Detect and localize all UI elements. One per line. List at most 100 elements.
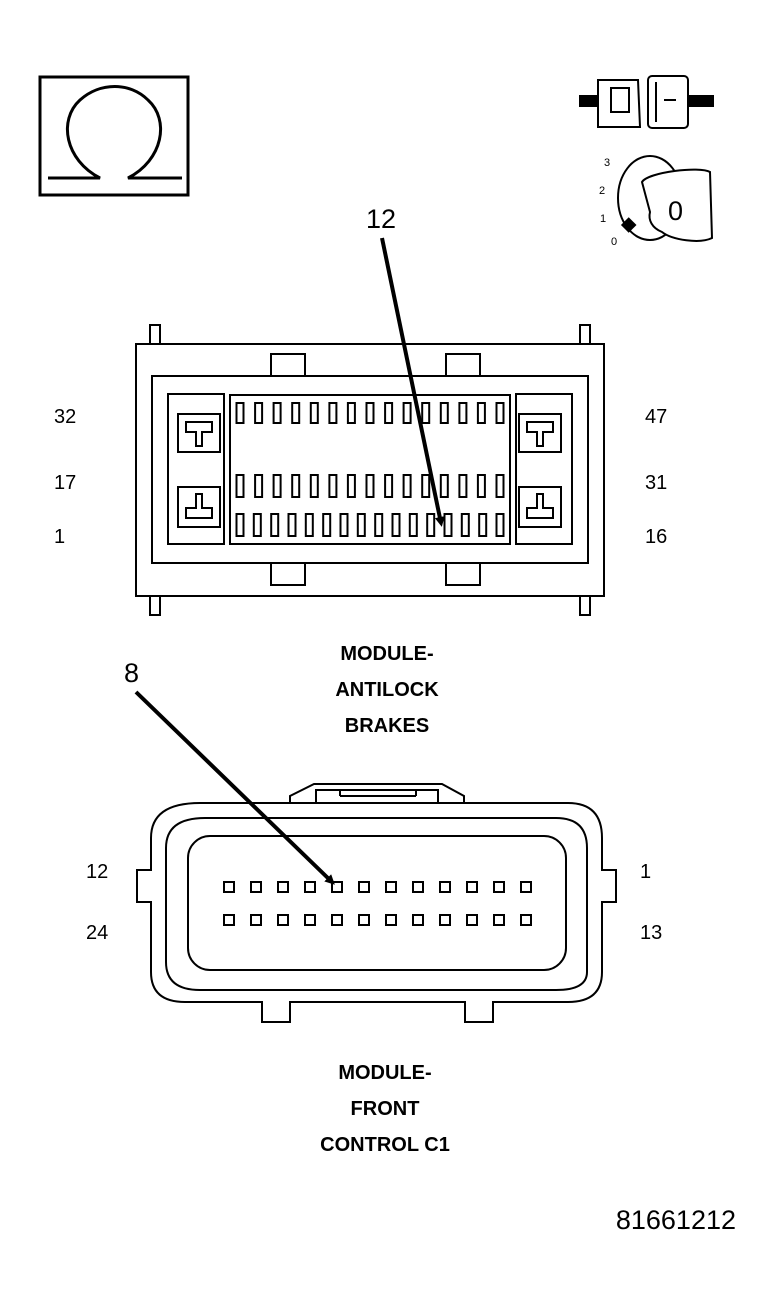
abs-pin-cavity [426, 513, 436, 537]
fcm-pin-cavity [358, 914, 370, 926]
abs-pin-cavity [478, 513, 488, 537]
ignition-position-2: 2 [599, 185, 605, 197]
fcm-pin-cavities [223, 881, 532, 926]
abs-pin-cavity [495, 474, 505, 498]
fcm-pin-label-13: 13 [640, 922, 662, 944]
abs-pin-cavity [322, 513, 332, 537]
abs-pin-cavity [356, 513, 366, 537]
fcm-pin-cavity [304, 881, 316, 893]
fcm-connector [136, 783, 617, 1023]
abs-pin-cavities [235, 402, 505, 537]
abs-pin-cavity [254, 474, 264, 498]
abs-pin-label-1: 1 [54, 526, 65, 548]
abs-pin-cavity [328, 474, 338, 498]
fcm-pin-cavity [520, 914, 532, 926]
fcm-pin-cavity [331, 881, 343, 893]
abs-pin-cavity [458, 402, 468, 424]
abs-pin-label-47: 47 [645, 406, 667, 428]
fcm-callout-arrow [134, 690, 335, 885]
fcm-pin-cavity [223, 881, 235, 893]
abs-pin-cavity [421, 474, 431, 498]
abs-pin-cavity [291, 402, 301, 424]
abs-callout-arrow [380, 237, 445, 527]
fcm-pin-cavity [412, 881, 424, 893]
abs-callout-label: 12 [366, 204, 396, 234]
fcm-title-line2: FRONT [351, 1098, 420, 1120]
abs-pin-cavity [339, 513, 349, 537]
abs-title-line1: MODULE- [340, 643, 433, 665]
abs-pin-label-16: 16 [645, 526, 667, 548]
fcm-pin-cavity [223, 914, 235, 926]
abs-pin-cavity [458, 474, 468, 498]
abs-pin-label-31: 31 [645, 472, 667, 494]
abs-pin-cavity [365, 402, 375, 424]
abs-pin-cavity [270, 513, 280, 537]
abs-pin-cavity [460, 513, 470, 537]
abs-pin-cavity [252, 513, 262, 537]
fcm-pin-cavity [493, 914, 505, 926]
fcm-title-line1: MODULE- [338, 1062, 431, 1084]
abs-pin-cavity [346, 474, 356, 498]
abs-pin-cavity [309, 474, 319, 498]
fcm-pin-cavity [385, 914, 397, 926]
fcm-pin-cavity [304, 914, 316, 926]
fcm-title-line3: CONTROL C1 [320, 1134, 450, 1156]
abs-pin-cavity [328, 402, 338, 424]
abs-pin-cavity [346, 402, 356, 424]
abs-pin-cavity [235, 402, 245, 424]
figure-id: 81661212 [616, 1205, 736, 1235]
abs-pin-cavity [384, 402, 394, 424]
abs-pin-cavity [391, 513, 401, 537]
abs-pin-cavity [374, 513, 384, 537]
abs-pin-cavity [439, 402, 449, 424]
abs-pin-cavity [365, 474, 375, 498]
fcm-pin-cavity [331, 914, 343, 926]
abs-title-line3: BRAKES [345, 715, 429, 737]
ohm-icon [38, 75, 190, 197]
fcm-pin-cavity [277, 914, 289, 926]
fcm-pin-cavity [439, 881, 451, 893]
abs-pin-cavity [235, 513, 245, 537]
fcm-pin-label-12: 12 [86, 861, 108, 883]
abs-pin-cavity [309, 402, 319, 424]
abs-pin-cavity [254, 402, 264, 424]
abs-pin-cavity [304, 513, 314, 537]
abs-pin-cavity [495, 513, 505, 537]
ignition-position-0: 0 [611, 236, 617, 248]
fcm-pin-cavity [277, 881, 289, 893]
ignition-switch-icon: 3 2 1 0 0 [599, 155, 714, 248]
fcm-pin-cavity [520, 881, 532, 893]
abs-connector [135, 324, 605, 616]
ignition-position-1: 1 [600, 213, 606, 225]
fcm-pin-cavity [439, 914, 451, 926]
abs-pin-cavity [476, 402, 486, 424]
abs-pin-cavity [439, 474, 449, 498]
ignition-position-3: 3 [604, 157, 610, 169]
fcm-pin-cavity [412, 914, 424, 926]
abs-pin-cavity [402, 402, 412, 424]
fcm-pin-cavity [493, 881, 505, 893]
disconnected-connector-icon [579, 75, 714, 129]
abs-pin-label-32: 32 [54, 406, 76, 428]
abs-pin-cavity [235, 474, 245, 498]
fcm-pin-cavity [466, 881, 478, 893]
ignition-key-label: 0 [668, 196, 683, 226]
abs-pin-cavity [291, 474, 301, 498]
abs-pin-cavity [272, 402, 282, 424]
abs-pin-cavity [443, 513, 453, 537]
fcm-pin-cavity [250, 914, 262, 926]
abs-pin-cavity [408, 513, 418, 537]
abs-pin-cavity [495, 402, 505, 424]
fcm-pin-cavity [385, 881, 397, 893]
fcm-pin-cavity [466, 914, 478, 926]
fcm-pin-cavity [358, 881, 370, 893]
fcm-pin-label-1: 1 [640, 861, 651, 883]
abs-pin-label-17: 17 [54, 472, 76, 494]
fcm-pin-label-24: 24 [86, 922, 108, 944]
abs-pin-cavity [384, 474, 394, 498]
abs-pin-cavity [476, 474, 486, 498]
fcm-pin-cavity [250, 881, 262, 893]
fcm-callout-label: 8 [124, 658, 139, 688]
abs-title-line2: ANTILOCK [335, 679, 439, 701]
